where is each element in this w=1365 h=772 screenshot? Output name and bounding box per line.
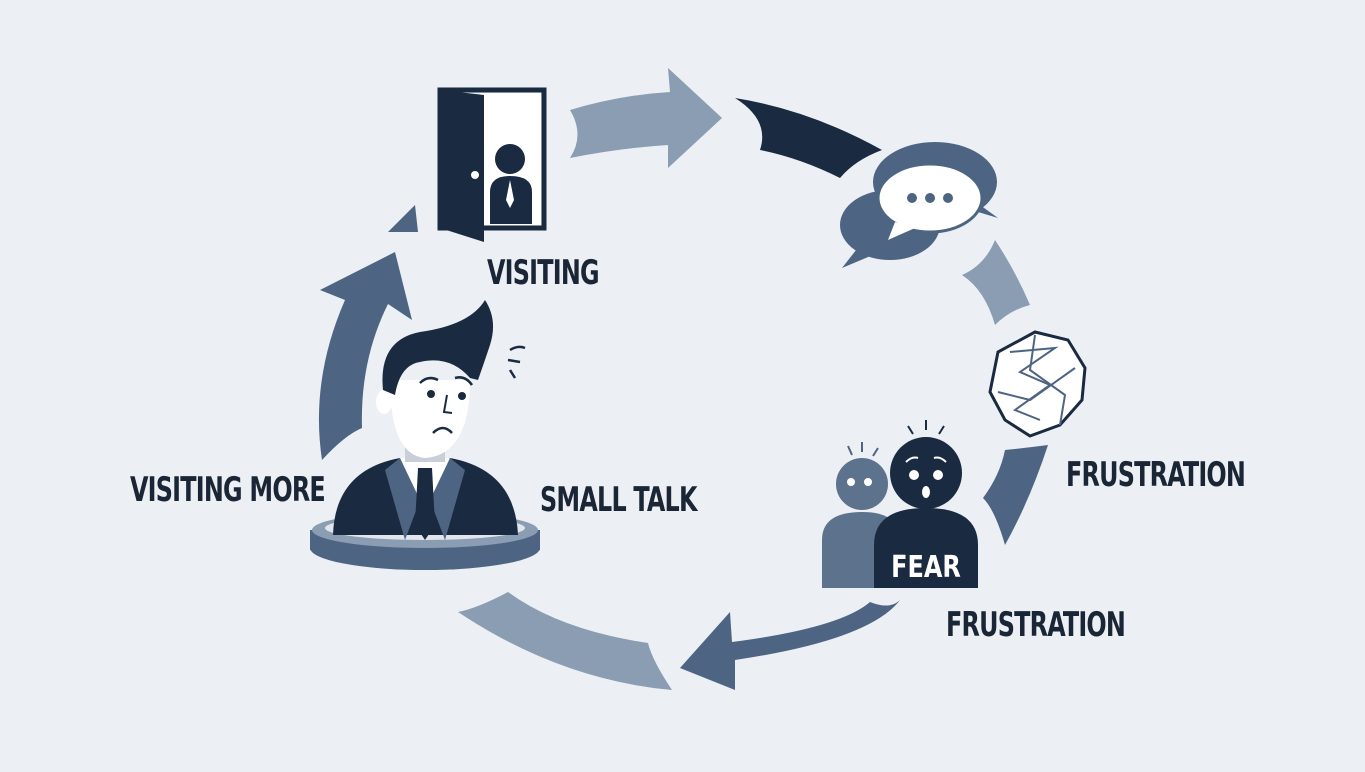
fear-label: FEAR [891, 550, 961, 584]
arrow-left [318, 252, 412, 460]
frightened-people-icon [822, 420, 978, 588]
label-visiting: VISITING [487, 253, 600, 293]
arrow-tip-small [388, 205, 418, 232]
label-small-talk: SMALL TALK [540, 480, 697, 520]
arrow-top [570, 68, 722, 168]
arrow-segment-right-lower [983, 445, 1048, 545]
label-visiting-more: VISITING MORE [130, 470, 326, 510]
arrow-segment-top-right [735, 98, 882, 178]
open-door-person-icon [437, 87, 547, 242]
arrow-segment-right [962, 240, 1030, 325]
label-frustration-right: FRUSTRATION [1066, 455, 1246, 495]
crumpled-paper-icon [988, 330, 1087, 438]
arrow-bottom [680, 600, 900, 690]
speech-bubbles-icon [840, 142, 998, 268]
label-frustration-bottom: FRUSTRATION [946, 605, 1126, 645]
worried-businessman-icon [310, 300, 540, 570]
arrow-segment-bottom [458, 592, 672, 690]
